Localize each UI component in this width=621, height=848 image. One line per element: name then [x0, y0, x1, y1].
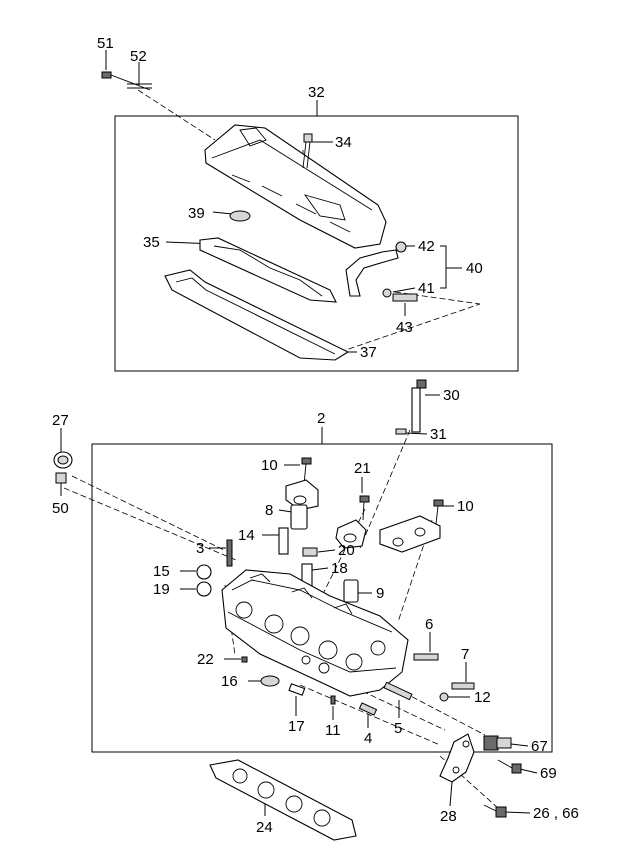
callout-67: 67 — [531, 738, 548, 755]
callout-7: 7 — [461, 646, 469, 663]
dowel-3 — [226, 539, 233, 567]
oil-seal-39 — [229, 210, 251, 222]
callout-16: 16 — [221, 673, 238, 690]
tappet-9 — [343, 579, 359, 603]
pin-14 — [278, 527, 289, 555]
callout-21: 21 — [354, 460, 371, 477]
leader-lines — [60, 50, 538, 816]
callout-10-right: 10 — [457, 498, 474, 515]
callout-11: 11 — [325, 722, 341, 739]
callout-14: 14 — [238, 527, 255, 544]
callout-2: 2 — [317, 410, 325, 427]
callout-52: 52 — [130, 48, 147, 65]
bolt-69 — [497, 759, 522, 774]
plug-50 — [55, 472, 67, 484]
rocker-cover-group-frame — [114, 115, 519, 372]
callout-17: 17 — [288, 718, 305, 735]
callout-4: 4 — [364, 730, 372, 747]
callout-9: 9 — [376, 585, 384, 602]
head-bolt-30 — [411, 379, 427, 433]
bolt-34 — [302, 133, 313, 169]
callout-10-left: 10 — [261, 457, 278, 474]
callout-41: 41 — [418, 280, 435, 297]
callout-5: 5 — [394, 720, 402, 737]
cam-cap-left — [285, 479, 319, 511]
bolt-26-66 — [483, 804, 507, 818]
callout-6: 6 — [425, 616, 433, 633]
bolt-10-right — [433, 499, 444, 525]
callout-labels: 51 52 32 34 39 35 42 40 41 43 37 30 27 2… — [52, 35, 579, 836]
callout-34: 34 — [335, 134, 352, 151]
callout-24: 24 — [256, 819, 273, 836]
callout-18: 18 — [331, 560, 348, 577]
rocker-cover-32 — [204, 124, 387, 249]
seal-27 — [53, 451, 73, 469]
callout-31: 31 — [430, 426, 447, 443]
callout-51: 51 — [97, 35, 114, 52]
stud-6 — [413, 653, 439, 661]
callout-28: 28 — [440, 808, 457, 825]
callout-19: 19 — [153, 581, 170, 598]
plug-19 — [196, 581, 212, 597]
stud-4 — [358, 702, 378, 716]
seal-16 — [260, 675, 280, 687]
pin-17 — [288, 683, 306, 696]
cam-cap-right — [379, 515, 441, 553]
stud-7 — [451, 682, 475, 690]
callout-3: 3 — [196, 540, 204, 557]
callout-20: 20 — [338, 542, 355, 559]
callout-22: 22 — [197, 651, 214, 668]
callout-15: 15 — [153, 563, 170, 580]
callout-26-66: 26 , 66 — [533, 805, 579, 822]
pin-11 — [330, 695, 336, 705]
plug-20 — [302, 547, 318, 557]
head-gasket-24 — [209, 759, 357, 841]
plug-15 — [196, 564, 212, 580]
callout-69: 69 — [540, 765, 557, 782]
cam-cap-center — [335, 519, 367, 549]
bracket-28 — [439, 733, 475, 783]
callout-40: 40 — [466, 260, 483, 277]
callout-37: 37 — [360, 344, 377, 361]
bolt-21 — [359, 495, 370, 521]
bolt-51 — [101, 71, 151, 91]
hose-40 — [345, 241, 407, 298]
gasket-37 — [164, 269, 350, 361]
sensor-67 — [483, 735, 512, 751]
callout-35: 35 — [143, 234, 160, 251]
callout-32: 32 — [308, 84, 325, 101]
stud-5 — [383, 681, 413, 701]
callout-39: 39 — [188, 205, 205, 222]
callout-50: 50 — [52, 500, 69, 517]
plug-12 — [439, 692, 449, 702]
callout-30: 30 — [443, 387, 460, 404]
callout-27: 27 — [52, 412, 69, 429]
baffle-35 — [199, 237, 337, 303]
plug-22 — [241, 656, 248, 663]
washer-31 — [395, 428, 407, 435]
callout-12: 12 — [474, 689, 491, 706]
tappet-8 — [290, 504, 308, 530]
callout-43: 43 — [396, 319, 413, 336]
stud-52 — [127, 83, 152, 89]
callout-42: 42 — [418, 238, 435, 255]
cylinder-head-2 — [221, 569, 409, 697]
callout-8: 8 — [265, 502, 273, 519]
pcv-valve-43 — [392, 293, 418, 302]
